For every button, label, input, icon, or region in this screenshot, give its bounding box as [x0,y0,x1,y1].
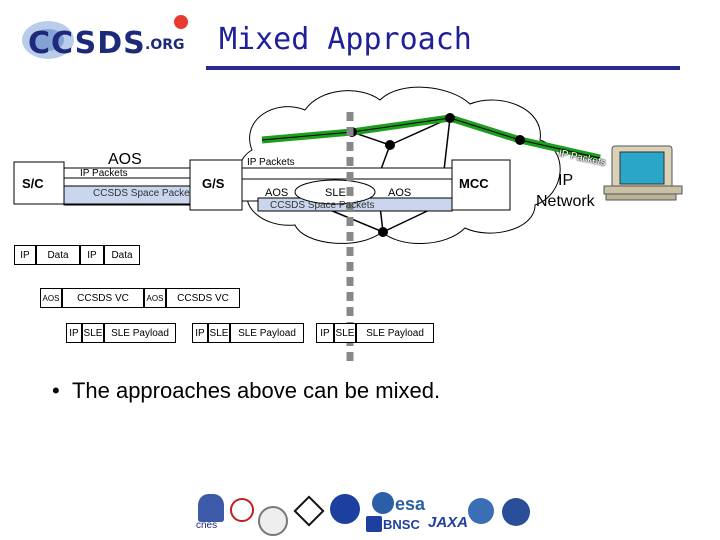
frame-sle-payload-cell: SLE Payload [356,323,434,343]
aos-label-1: AOS [265,187,289,199]
frame-aos-cell: AOS [144,288,166,308]
jaxa-logo-text: JAXA [428,514,469,531]
ip-network-label-line1: IP [558,172,574,189]
frame-ccsds-vc-cell: CCSDS VC [62,288,144,308]
title-rule [206,66,680,70]
mcc-label: MCC [459,176,489,191]
sle-label: SLE [325,187,346,199]
cnes-logo [198,494,224,522]
frame-sle-payload-cell: SLE Payload [230,323,304,343]
logo-suffix: .ORG [145,37,185,53]
frame-ip-cell: IP [80,245,104,265]
computer-icon [603,145,683,201]
logo-text: CCSDS [28,26,146,61]
frame-ip-cell: IP [192,323,208,343]
ccsds-space-packets-label-2: CCSDS Space Packets [270,200,375,211]
frame-aos-cell: AOS [40,288,62,308]
ccsds-space-packets-label-1: CCSDS Space Packe [93,188,190,199]
agency-logos: cnes esa BNSC JAXA [190,490,540,536]
ip-packets-label-2: IP Packets [247,157,295,168]
esa-logo [372,492,394,514]
asi-logo [230,498,254,522]
nasa-logo [330,494,360,524]
frame-ip-cell: IP [316,323,334,343]
aos-label-2: AOS [388,187,412,199]
ip-network-label-line2: Network [536,193,595,210]
asi-seal-logo [258,506,288,536]
bullet-dot-icon: • [52,378,72,403]
ccsds-logo [18,14,208,64]
bnsc-logo [366,516,382,532]
bullet-item: • The approaches above can be mixed. [52,378,440,404]
csa-logo [502,498,530,526]
ccsds-logo-globe-icon [22,15,188,59]
dlr-logo [293,495,325,527]
bullet-text: The approaches above can be mixed. [71,378,441,403]
frame-data-cell: Data [104,245,140,265]
frame-sle-payload-cell: SLE Payload [104,323,176,343]
bnsc-logo-text: BNSC [383,517,420,532]
cnes-logo-text: cnes [196,520,218,531]
frame-sle-cell: SLE [82,323,104,343]
inpe-logo [468,498,494,524]
esa-logo-text: esa [395,494,426,514]
frame-ccsds-vc-cell: CCSDS VC [166,288,240,308]
aos-big-label: AOS [108,151,142,168]
frame-sle-cell: SLE [334,323,356,343]
sc-label: S/C [22,176,44,191]
gs-label: G/S [202,176,225,191]
frame-ip-cell: IP [14,245,36,265]
frame-sle-cell: SLE [208,323,230,343]
frame-ip-cell: IP [66,323,82,343]
page-title: Mixed Approach [219,22,472,57]
frame-data-cell: Data [36,245,80,265]
ip-packets-label-1: IP Packets [80,168,128,179]
